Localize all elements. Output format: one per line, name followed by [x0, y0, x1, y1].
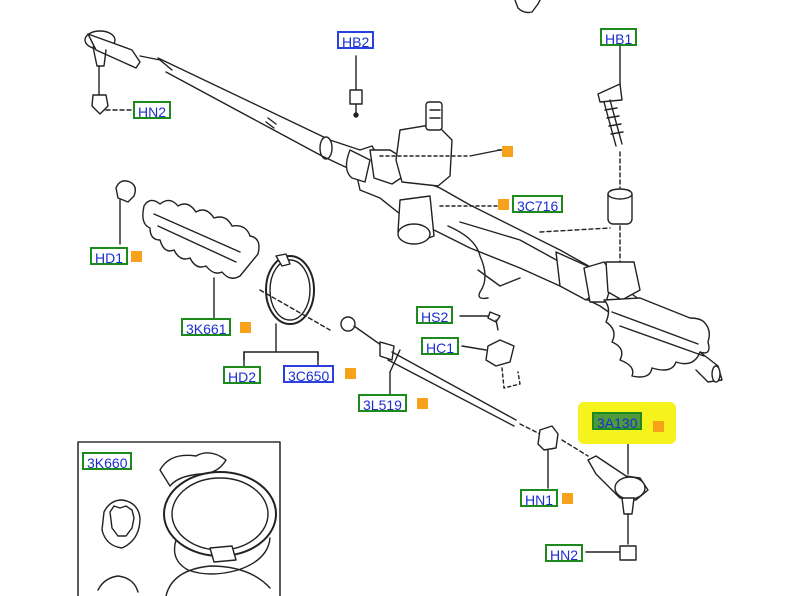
callout-hd1[interactable]: HD1 — [90, 247, 129, 266]
tie-rod-3l519 — [340, 316, 541, 435]
nut-hn1 — [537, 425, 589, 489]
partial-part-top — [514, 0, 541, 14]
right-rack-boot — [603, 297, 723, 383]
marker-3c650[interactable] — [345, 368, 356, 379]
callout-hb1[interactable]: HB1 — [600, 28, 638, 47]
right-tie-rod-end — [585, 441, 649, 561]
left-boot-3k661 — [142, 199, 260, 319]
left-tie-rod-end — [84, 30, 141, 115]
callout-3k660[interactable]: 3K660 — [82, 452, 133, 471]
callout-hd2[interactable]: HD2 — [223, 366, 262, 385]
marker-rack-valve[interactable] — [502, 146, 513, 157]
callout-hn2-left[interactable]: HN2 — [133, 101, 172, 120]
marker-3c716[interactable] — [498, 199, 509, 210]
marker-3k661[interactable] — [240, 322, 251, 333]
bolt-hb2 — [349, 55, 363, 118]
callout-3c650[interactable]: 3C650 — [283, 365, 335, 384]
marker-3a130[interactable] — [653, 421, 664, 432]
callout-3k661[interactable]: 3K661 — [181, 318, 232, 337]
callout-hc1[interactable]: HC1 — [421, 337, 460, 356]
callout-3c716[interactable]: 3C716 — [512, 195, 564, 214]
steering-rack-body — [321, 101, 641, 321]
screw-hs2 — [459, 311, 501, 331]
callout-hb2-top[interactable]: HB2 — [337, 31, 375, 50]
bolt-hb1 — [597, 45, 624, 147]
marker-hn1[interactable] — [562, 493, 573, 504]
callout-hs2[interactable]: HS2 — [416, 306, 454, 325]
clip-hc1 — [461, 339, 521, 389]
clip-hd1 — [115, 180, 137, 245]
callout-hn1[interactable]: HN1 — [520, 489, 559, 508]
left-tie-rod — [139, 55, 333, 160]
callout-3a130[interactable]: 3A130 — [592, 412, 643, 431]
bush-3c716 — [607, 151, 633, 263]
marker-hd1[interactable] — [131, 251, 142, 262]
marker-3l519[interactable] — [417, 398, 428, 409]
callout-3l519[interactable]: 3L519 — [358, 394, 407, 413]
callout-hn2-bottom[interactable]: HN2 — [545, 544, 584, 563]
clamp-hd2 — [243, 253, 331, 367]
